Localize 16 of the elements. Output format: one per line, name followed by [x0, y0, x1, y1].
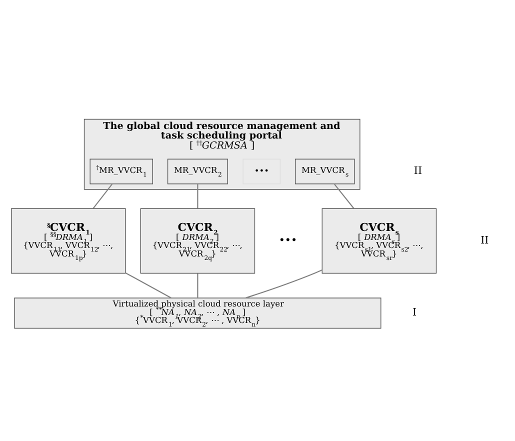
connector [197, 272, 198, 298]
node-box: CVCR$_{s}$ [ DRMA$_{s}$ ] {VVCR$_{s1}$, VVCR$_{s2}$, ⋯, VVCR$_{sr}$} [322, 208, 437, 274]
node-box: Virtualized physical cloud resource layer [ $^{**}$NA$_{1}$, NA$_{2}$, ⋯ , NA$_{n}$ ] {$^{*}$VVCR$_{1}$, VVCR$_{2}$, ⋯ , VVCR$_{n}$} [14, 297, 382, 328]
node-box: $^{†}$MR_VVCR$_{1}$ [90, 158, 153, 184]
connector [246, 269, 322, 298]
node-box: CVCR$_{2}$ [ DRMA$_{2}$ ] {VVCR$_{21}$, VVCR$_{22}$, ⋯, VVCR$_{2q}$} [140, 208, 256, 274]
label: ••• [278, 234, 298, 246]
connector [197, 184, 198, 208]
node-box: MR_VVCR$_{s}$ [294, 158, 355, 184]
connector [125, 272, 172, 298]
node-box: MR_VVCR$_{2}$ [167, 158, 228, 184]
label: I [412, 306, 417, 318]
connector [92, 183, 113, 208]
label: II [480, 234, 489, 246]
connector [334, 183, 354, 208]
label: II [414, 164, 422, 176]
